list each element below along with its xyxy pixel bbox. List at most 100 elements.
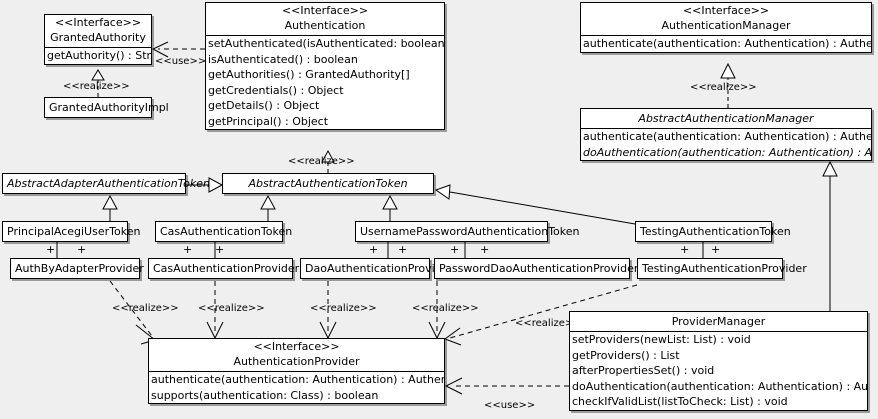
class-method: authenticate(authentication: Authenticat…	[583, 130, 871, 143]
class-granted-authority[interactable]: <<Interface>> GrantedAuthority getAuthor…	[44, 14, 152, 65]
class-header: AbstractAdapterAuthenticationToken	[3, 174, 210, 193]
class-header: DaoAuthenticationProvider	[301, 259, 453, 278]
class-method: getAuthorities() : GrantedAuthority[]	[208, 68, 410, 81]
class-divider	[206, 35, 444, 36]
edge-label-realize-granted-authority-impl: <<realize>>	[63, 81, 130, 92]
class-method: getProviders() : List	[572, 348, 680, 362]
edge-label-use-granted-authority: <<use>>	[155, 56, 207, 67]
class-name: UsernamePasswordAuthenticationToken	[360, 225, 580, 238]
class-members: setAuthenticated(isAuthenticated: boolea…	[206, 36, 444, 129]
class-method: getPrincipal() : Object	[208, 114, 329, 128]
class-authentication-provider[interactable]: <<Interface>> AuthenticationProvider aut…	[148, 338, 445, 404]
edge-authentication-uses-granted-authority	[151, 41, 205, 58]
class-method: authenticate(authentication: Authenticat…	[583, 37, 871, 50]
association-mark: +	[450, 243, 460, 256]
class-method: setAuthenticated(isAuthenticated: boolea…	[208, 37, 444, 50]
class-header: PasswordDaoAuthenticationProvider	[435, 259, 638, 278]
class-auth-by-adapter-provider[interactable]: AuthByAdapterProvider	[10, 258, 144, 279]
class-method: doAuthentication(authentication: Authent…	[583, 145, 871, 159]
class-name: CasAuthenticationToken	[160, 225, 293, 238]
class-header: TestingAuthenticationProvider	[638, 259, 807, 278]
class-name: CasAuthenticationProvider	[153, 262, 300, 275]
class-header: AbstractAuthenticationManager	[581, 109, 871, 128]
class-divider	[581, 35, 871, 36]
association-mark: +	[46, 243, 56, 256]
class-abstract-authentication-manager[interactable]: AbstractAuthenticationManager authentica…	[580, 108, 872, 161]
class-testing-authentication-token[interactable]: TestingAuthenticationToken	[635, 221, 791, 242]
edge-label-realize-auth-by-adapter: <<realize>>	[112, 303, 179, 314]
class-name: GrantedAuthorityImpl	[49, 101, 169, 114]
class-authentication-manager[interactable]: <<Interface>> AuthenticationManager auth…	[580, 2, 872, 53]
edge-label-realize-cas-provider: <<realize>>	[198, 303, 265, 314]
class-header: TestingAuthenticationToken	[636, 222, 791, 241]
edge-username-password-token-extends	[382, 194, 398, 221]
class-name: AuthByAdapterProvider	[15, 262, 144, 275]
class-stereotype: <<Interface>>	[281, 4, 369, 17]
edge-label-realize-abstract-auth-token: <<realize>>	[288, 156, 355, 167]
class-method: getDetails() : Object	[208, 99, 320, 112]
edge-testing-token-extends	[434, 184, 636, 225]
class-abstract-adapter-authentication-token[interactable]: AbstractAdapterAuthenticationToken	[2, 173, 210, 194]
class-members: setProviders(newList: List) : void getPr…	[570, 332, 867, 410]
class-name: TestingAuthenticationToken	[640, 225, 791, 238]
class-name: AbstractAuthenticationToken	[248, 177, 408, 190]
class-dao-authentication-provider[interactable]: DaoAuthenticationProvider	[300, 258, 453, 279]
class-header: <<Interface>> AuthenticationManager	[581, 3, 871, 35]
class-method: authenticate(authentication: Authenticat…	[151, 373, 444, 386]
class-provider-manager[interactable]: ProviderManager setProviders(newList: Li…	[569, 311, 868, 411]
class-username-password-authentication-token[interactable]: UsernamePasswordAuthenticationToken	[355, 221, 580, 242]
class-name: Authentication	[284, 19, 366, 32]
association-mark: +	[369, 243, 379, 256]
edge-label-use-provider-manager: <<use>>	[484, 400, 536, 411]
class-name: GrantedAuthority	[50, 31, 146, 44]
association-mark: +	[77, 243, 87, 256]
class-password-dao-authentication-provider[interactable]: PasswordDaoAuthenticationProvider	[434, 258, 638, 279]
class-method: getAuthority() : String	[47, 49, 151, 62]
class-divider	[581, 128, 871, 129]
class-testing-authentication-provider[interactable]: TestingAuthenticationProvider	[637, 258, 807, 279]
class-header: <<Interface>> Authentication	[206, 3, 444, 35]
association-mark: +	[480, 243, 490, 256]
edge-provider-manager-uses-authentication-provider	[444, 377, 569, 395]
class-method: supports(authentication: Class) : boolea…	[151, 388, 379, 402]
class-members: getAuthority() : String	[45, 48, 151, 64]
class-members: authenticate(authentication: Authenticat…	[581, 36, 871, 52]
class-principal-acegi-user-token[interactable]: PrincipalAcegiUserToken	[2, 221, 140, 242]
class-header: AbstractAuthenticationToken	[223, 174, 433, 193]
edge-label-realize-password-dao-provider: <<realize>>	[412, 303, 479, 314]
class-cas-authentication-token[interactable]: CasAuthenticationToken	[155, 221, 293, 242]
class-header: <<Interface>> GrantedAuthority	[45, 15, 151, 47]
class-header: CasAuthenticationToken	[156, 222, 293, 241]
class-header: <<Interface>> AuthenticationProvider	[149, 339, 444, 371]
class-method: afterPropertiesSet() : void	[572, 364, 715, 377]
class-header: AuthByAdapterProvider	[11, 259, 144, 278]
class-name: TestingAuthenticationProvider	[642, 262, 807, 275]
association-mark: +	[183, 243, 193, 256]
class-members: authenticate(authentication: Authenticat…	[149, 372, 444, 403]
class-name: AuthenticationProvider	[233, 355, 360, 368]
class-stereotype: <<Interface>>	[253, 340, 340, 353]
class-header: ProviderManager	[570, 312, 867, 331]
class-members: authenticate(authentication: Authenticat…	[581, 129, 871, 160]
edge-label-realize-abstract-auth-manager: <<realize>>	[690, 82, 757, 93]
association-mark: +	[398, 243, 408, 256]
edge-label-realize-dao-provider: <<realize>>	[310, 303, 377, 314]
class-name: DaoAuthenticationProvider	[305, 262, 453, 275]
association-mark: +	[711, 243, 721, 256]
class-abstract-authentication-token[interactable]: AbstractAuthenticationToken	[222, 173, 434, 194]
class-cas-authentication-provider[interactable]: CasAuthenticationProvider	[148, 258, 300, 279]
class-header: UsernamePasswordAuthenticationToken	[356, 222, 580, 241]
class-name: AbstractAuthenticationManager	[638, 112, 814, 125]
class-stereotype: <<Interface>>	[54, 16, 142, 29]
edge-cas-token-extends	[260, 194, 276, 221]
class-granted-authority-impl[interactable]: GrantedAuthorityImpl	[44, 97, 169, 118]
edge-provider-manager-extends-abstract-auth-manager	[822, 160, 838, 311]
association-mark: +	[680, 243, 690, 256]
class-divider	[570, 331, 867, 332]
class-method: getCredentials() : Object	[208, 83, 344, 97]
class-header: GrantedAuthorityImpl	[45, 98, 169, 117]
class-authentication[interactable]: <<Interface>> Authentication setAuthenti…	[205, 2, 445, 130]
class-method: checkIfValidList(listToCheck: List) : vo…	[572, 395, 788, 408]
class-name: AuthenticationManager	[661, 19, 791, 32]
class-divider	[45, 47, 151, 48]
